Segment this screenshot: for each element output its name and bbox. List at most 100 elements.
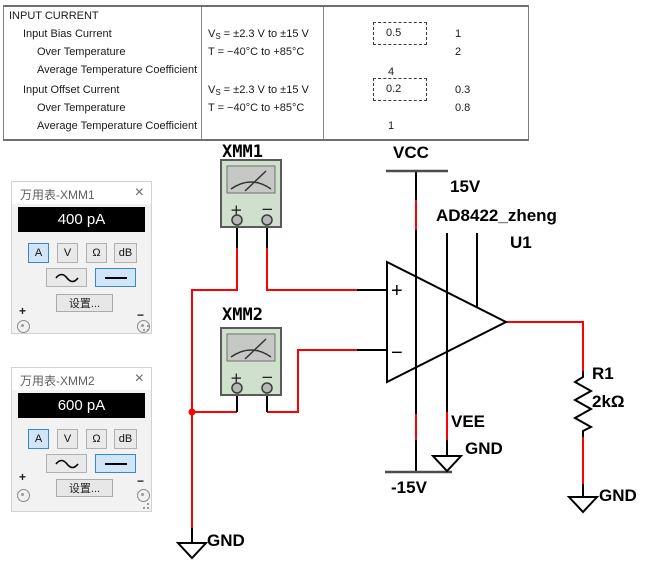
multimeter-window-xmm1: 万用表-XMM1 × 400 pA A V Ω dB 设置... + −: [11, 181, 152, 334]
positive-terminal[interactable]: [17, 320, 30, 333]
reading-value: 600 pA: [57, 397, 106, 414]
spec-value: 0.5: [386, 27, 402, 39]
vee-label: VEE: [451, 412, 485, 431]
unit-button-row: A V Ω dB: [12, 243, 151, 264]
wire-junction-dot[interactable]: [188, 408, 196, 416]
meter-minus-label: −: [261, 200, 274, 218]
multimeter-window-xmm2: 万用表-XMM2 × 600 pA A V Ω dB 设置... + −: [11, 367, 152, 512]
resize-grip[interactable]: [139, 321, 149, 331]
ac-waveform-icon: [54, 273, 79, 282]
meter-terminal-positive[interactable]: [231, 382, 243, 394]
resistor-r1-component[interactable]: [572, 371, 594, 437]
negative-supply-value-label: -15V: [391, 478, 428, 497]
vcc-value-label: 15V: [450, 177, 481, 196]
ohm-button[interactable]: Ω: [86, 243, 107, 263]
multimeter-xmm1-component[interactable]: + −: [220, 159, 282, 248]
gnd-triangle[interactable]: [566, 496, 600, 514]
titlebar[interactable]: 万用表-XMM2 ×: [12, 368, 151, 390]
meter-dial-face: [226, 333, 276, 362]
part-name-label: AD8422_zheng: [436, 206, 557, 225]
window-title: 万用表-XMM1: [20, 188, 95, 202]
input-gnd-label: GND: [207, 531, 245, 550]
volt-button[interactable]: V: [57, 243, 78, 263]
meter-minus-label: −: [261, 368, 274, 386]
meter-terminal-negative[interactable]: [261, 382, 273, 394]
db-button[interactable]: dB: [114, 429, 137, 449]
table-row: INPUT CURRENT: [4, 8, 528, 25]
resistor-ref-label: R1: [592, 364, 614, 383]
negative-terminal[interactable]: [137, 320, 150, 333]
spec-condition: T = −40°C to +85°C: [208, 46, 305, 58]
part-ref-label: U1: [510, 233, 532, 252]
close-icon[interactable]: ×: [134, 370, 144, 387]
gnd-triangle[interactable]: [430, 455, 464, 473]
ampere-button[interactable]: A: [28, 429, 49, 449]
spec-value: 0.3: [455, 84, 471, 96]
gnd-symbol-input[interactable]: [175, 528, 209, 560]
spec-value: 2: [455, 46, 462, 58]
dc-waveform-icon: [104, 276, 127, 279]
table-row: Average Temperature Coefficient: [4, 118, 528, 135]
settings-button[interactable]: 设置...: [56, 479, 113, 497]
window-title: 万用表-XMM2: [20, 374, 95, 388]
ac-mode-button[interactable]: [46, 268, 87, 287]
table-row: Input Bias Current VS= ±2.3 V to ±15 V 1: [4, 26, 528, 43]
meter-needle: [244, 338, 267, 360]
spec-param: Average Temperature Coefficient: [37, 120, 198, 132]
db-button[interactable]: dB: [114, 243, 137, 263]
vee-gnd-label: GND: [465, 439, 503, 458]
meter-needle: [244, 170, 267, 192]
resize-grip[interactable]: [139, 499, 149, 509]
resistor-zigzag[interactable]: [572, 371, 594, 437]
datasheet-spec-table: INPUT CURRENT Input Bias Current VS= ±2.…: [3, 5, 529, 141]
spec-condition: VS= ±2.3 V to ±15 V: [208, 84, 309, 97]
dc-mode-button[interactable]: [95, 268, 136, 287]
highlight-box: 0.2: [373, 78, 427, 101]
spec-param: Average Temperature Coefficient: [37, 64, 198, 76]
meter-dial-face: [226, 165, 276, 194]
ampere-button[interactable]: A: [28, 243, 49, 263]
spec-param: Input Offset Current: [23, 84, 120, 96]
mode-button-row: [12, 454, 151, 475]
spec-value: 0.8: [455, 102, 471, 114]
positive-terminal[interactable]: [17, 489, 30, 502]
table-divider: [201, 7, 202, 139]
spec-condition: VS= ±2.3 V to ±15 V: [208, 28, 309, 41]
gnd-symbol-output[interactable]: [566, 484, 600, 514]
settings-button[interactable]: 设置...: [56, 294, 113, 312]
titlebar[interactable]: 万用表-XMM1 ×: [12, 182, 151, 204]
multimeter-xmm2-component[interactable]: + −: [220, 327, 282, 412]
resistor-value-label: 2kΩ: [592, 392, 625, 411]
meter-terminal-positive[interactable]: [231, 214, 243, 226]
wire-xmm1-negative-to-opamp-plus[interactable]: [266, 248, 357, 291]
opamp-u1-component[interactable]: + −: [357, 171, 509, 472]
highlight-box: 0.5: [373, 22, 427, 45]
negative-terminal-label: −: [136, 474, 144, 488]
meter-plus-label: +: [230, 369, 243, 387]
table-row: Input Offset Current VS= ±2.3 V to ±15 V…: [4, 82, 528, 99]
wire-opamp-output-to-r1[interactable]: [506, 321, 584, 371]
unit-button-row: A V Ω dB: [12, 429, 151, 450]
table-row: Over Temperature T = −40°C to +85°C 0.8: [4, 100, 528, 117]
reading-value: 400 pA: [57, 211, 106, 228]
ohm-button[interactable]: Ω: [86, 429, 107, 449]
close-icon[interactable]: ×: [134, 184, 144, 201]
gnd-triangle[interactable]: [175, 542, 209, 560]
spec-param: Over Temperature: [37, 46, 126, 58]
meter-terminal-negative[interactable]: [261, 214, 273, 226]
negative-terminal[interactable]: [137, 489, 150, 502]
dc-mode-button[interactable]: [95, 454, 136, 473]
positive-terminal-label: +: [19, 470, 27, 484]
volt-button[interactable]: V: [57, 429, 78, 449]
ac-mode-button[interactable]: [46, 454, 87, 473]
wire-xmm1-positive-to-ground-node[interactable]: [191, 248, 238, 412]
wire-xmm2-negative-to-opamp-minus[interactable]: [267, 349, 357, 413]
table-divider: [323, 7, 324, 139]
xmm1-label: XMM1: [222, 142, 263, 162]
opamp-minus-sign: −: [391, 342, 403, 364]
mode-button-row: [12, 268, 151, 289]
gnd-symbol-vee[interactable]: [430, 455, 464, 473]
negative-terminal-label: −: [136, 308, 144, 322]
